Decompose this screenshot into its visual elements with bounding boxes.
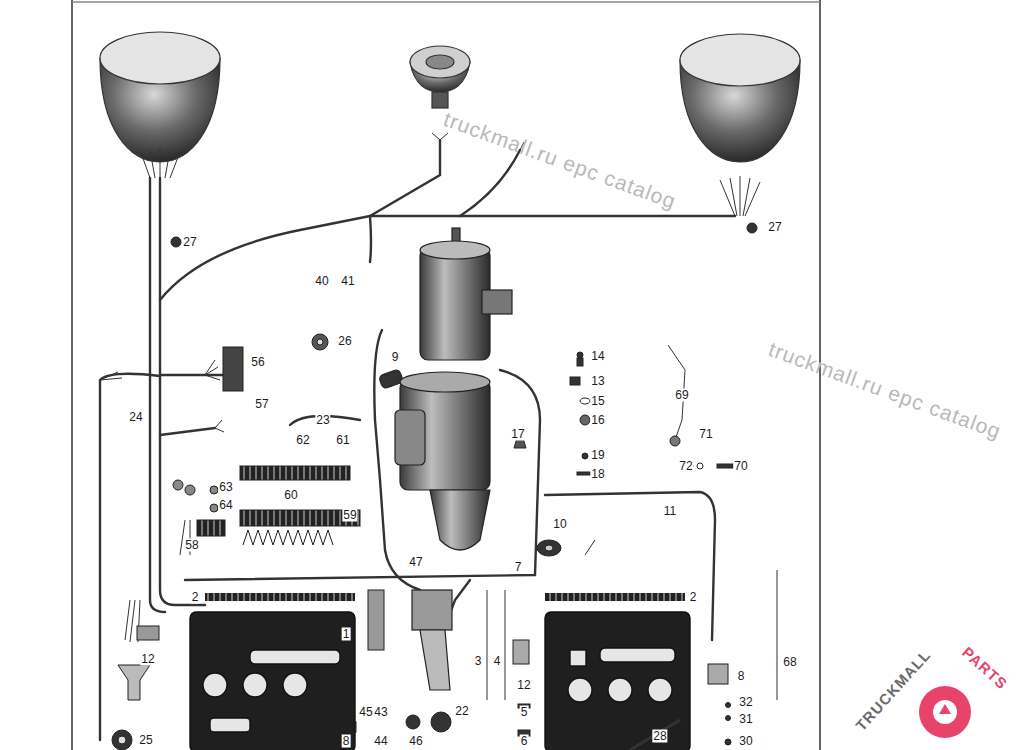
callout-number: 40 [314,275,329,288]
callout-number: 47 [408,556,423,569]
callout-number: 5 [520,706,529,719]
callout-number: 2 [191,591,200,604]
watermark-text: truckmall.ru epc catalog [442,112,677,208]
callout-number: 18 [590,468,605,481]
callout-number: 43 [373,706,388,719]
callout-number: 64 [218,499,233,512]
callout-number: 28 [652,730,667,743]
callout-number: 24 [128,411,143,424]
callout-number: 1 [342,628,351,641]
callout-number: 6 [520,735,529,748]
callout-number: 44 [373,735,388,748]
callout-number: 17 [510,428,525,441]
callout-number: 8 [737,670,746,683]
callout-number: 16 [590,414,605,427]
callout-number: 3 [474,655,483,668]
callout-number: 12 [140,653,155,666]
callout-number: 68 [782,656,797,669]
callout-number: 7 [514,561,523,574]
callout-number: 56 [250,356,265,369]
callout-number: 10 [552,518,567,531]
callout-number: 4 [493,655,502,668]
callout-number: 9 [391,351,400,364]
callout-number: 22 [454,705,469,718]
logo-text: PARTS [960,645,1009,691]
callout-number: 72 [678,460,693,473]
callout-number: 25 [138,734,153,747]
callout-number: 57 [254,398,269,411]
callout-number: 14 [590,350,605,363]
callout-number: 45 [358,706,373,719]
callout-number: 60 [283,489,298,502]
callout-number: 46 [408,735,423,748]
callout-number: 59 [342,509,357,522]
callout-number: 23 [315,414,330,427]
callout-number: 19 [590,449,605,462]
callout-number: 58 [184,539,199,552]
callout-number: 27 [182,236,197,249]
watermark-text: truckmall.ru epc catalog [767,342,1002,438]
callout-number: 26 [337,335,352,348]
callout-number: 70 [733,460,748,473]
callout-number: 32 [738,696,753,709]
callout-number: 31 [738,713,753,726]
callout-number: 15 [590,395,605,408]
callout-number: 61 [335,434,350,447]
callout-number: 69 [674,389,689,402]
callout-number: 8 [342,735,351,748]
callout-number: 12 [516,679,531,692]
callout-number: 62 [295,434,310,447]
callout-number: 11 [663,505,677,518]
callout-number: 71 [698,428,713,441]
callout-number: 27 [767,221,782,234]
callout-number: 2 [689,591,698,604]
callout-number: 63 [218,481,233,494]
callout-number: 13 [590,375,605,388]
callout-number: 41 [340,275,355,288]
callout-number: 30 [738,735,753,748]
